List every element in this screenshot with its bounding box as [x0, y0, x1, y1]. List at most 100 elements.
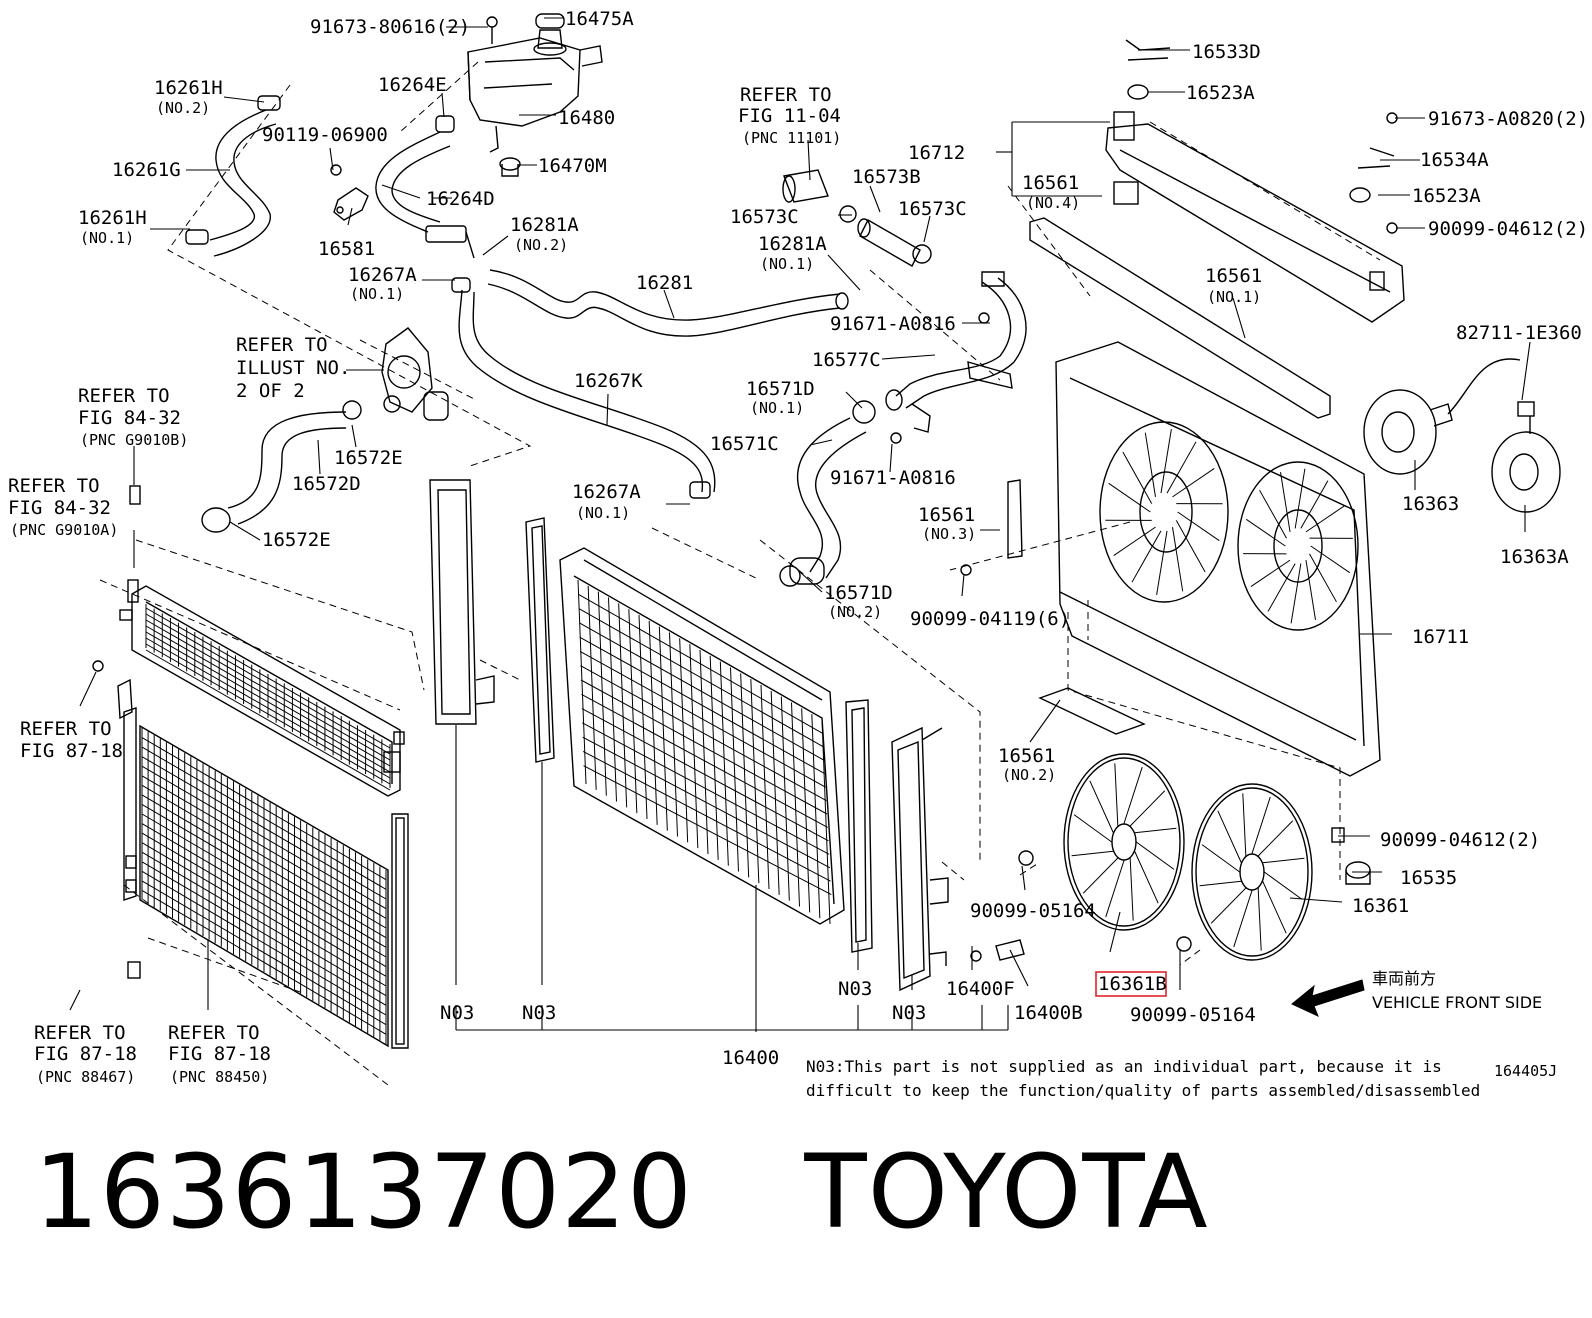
gasket-right: [845, 699, 873, 953]
callout-c58: (NO.1): [576, 504, 630, 522]
callout-c85: FIG 87-18: [34, 1043, 137, 1065]
seal-no1: [1029, 217, 1331, 419]
callout-c56: (PNC G9010A): [10, 521, 118, 539]
callout-c21: 16712: [908, 142, 965, 164]
front-arrow-icon: [1291, 979, 1365, 1017]
seal-no3: [1007, 479, 1023, 559]
callout-c23: 16573C: [730, 206, 799, 228]
callout-c36: 16561: [1205, 265, 1262, 287]
callout-c43: 16577C: [812, 349, 881, 371]
callout-c86: (PNC 88467): [36, 1068, 135, 1086]
part-number: 1636137020: [34, 1133, 693, 1252]
callout-c25: 16561: [1022, 172, 1079, 194]
callout-c48: FIG 84-32: [78, 407, 181, 429]
screw-top: [486, 16, 498, 44]
note-line-2: difficult to keep the function/quality o…: [806, 1081, 1480, 1100]
callout-c47: REFER TO: [78, 385, 170, 407]
dashed-guides: [99, 61, 1381, 1086]
highlight-box: [1095, 971, 1167, 997]
leader-lines: [69, 17, 1531, 1032]
hose-16264d: [375, 115, 475, 259]
fan-16361b: [1063, 753, 1185, 931]
caption: 1636137020 TOYOTA: [34, 1128, 1209, 1258]
callout-c77: N03: [440, 1002, 474, 1024]
callout-c78: N03: [522, 1002, 556, 1024]
thermostat-housing: [381, 327, 449, 421]
callout-c89: (PNC 88450): [170, 1068, 269, 1086]
callout-c09: 16261G: [112, 159, 181, 181]
callout-c15: 16581: [318, 238, 375, 260]
pipe-11101: [782, 169, 829, 203]
callout-c19: FIG 11-04: [738, 105, 841, 127]
callout-c18: REFER TO: [740, 84, 832, 106]
callout-c26: (NO.4): [1026, 194, 1080, 212]
seal-no2: [1038, 687, 1146, 735]
gasket-left: [525, 517, 555, 763]
radiator-tank-right: [891, 726, 949, 992]
callout-c68: REFER TO: [20, 718, 112, 740]
callout-c27: 16281A: [758, 233, 827, 255]
drain-cock: [970, 939, 1025, 962]
callout-c79: N03: [838, 978, 872, 1000]
callout-c17: (NO.1): [350, 285, 404, 303]
callout-c82: 16400B: [1014, 1002, 1083, 1024]
callout-c66: 90099-04119(6): [910, 608, 1070, 630]
callout-c83: 90099-05164: [1130, 1004, 1256, 1026]
front-label-en: VEHICLE FRONT SIDE: [1372, 993, 1542, 1012]
callout-c16: 16267A: [348, 264, 417, 286]
callout-c37: (NO.1): [1207, 288, 1261, 306]
callout-c76: 16361B: [1098, 973, 1167, 995]
hose-16281: [487, 269, 849, 337]
callout-c50: 16572E: [334, 447, 403, 469]
hose-16571c: [779, 400, 876, 587]
callout-c51: 16571C: [710, 433, 779, 455]
callout-c63: 16572E: [262, 529, 331, 551]
callout-c40: REFER TO: [236, 334, 328, 356]
callout-c84: REFER TO: [34, 1022, 126, 1044]
callout-c46: (NO.1): [750, 399, 804, 417]
callout-c53: 16572D: [292, 473, 361, 495]
callout-c08: 16470M: [538, 155, 607, 177]
fan-motor-16363: [1363, 358, 1521, 475]
callout-c74: 90099-05164: [970, 900, 1096, 922]
callout-c41: ILLUST NO.: [236, 357, 350, 379]
callout-c32: 91673-A0820(2): [1428, 108, 1588, 130]
callout-c42: 2 OF 2: [236, 380, 305, 402]
callout-c59: 16561: [918, 504, 975, 526]
callout-c60: (NO.3): [922, 525, 976, 543]
callout-c52: 91671-A0816: [830, 467, 956, 489]
callout-c57: 16267A: [572, 481, 641, 503]
callout-c01: 91673-80616(2): [310, 16, 470, 38]
hose-16261g: [185, 95, 281, 257]
callout-c64: 16571D: [824, 582, 893, 604]
callout-c12: (NO.1): [80, 229, 134, 247]
callout-c45: 16571D: [746, 378, 815, 400]
hose-16572d: [201, 400, 362, 533]
callout-c24: 16573C: [898, 198, 967, 220]
radiator-tank-left: [429, 479, 495, 725]
callout-c04: (NO.2): [156, 99, 210, 117]
callout-c22: 16573B: [852, 166, 921, 188]
fan-shroud: [1055, 341, 1381, 777]
callout-c39: 82711-1E360: [1456, 322, 1582, 344]
callout-c88: FIG 87-18: [168, 1043, 271, 1065]
callout-c81: 16400F: [946, 978, 1015, 1000]
callout-c44: 16267K: [574, 370, 643, 392]
callout-c67: 16711: [1412, 626, 1469, 648]
callout-c55: FIG 84-32: [8, 497, 111, 519]
note-line-1: N03:This part is not supplied as an indi…: [806, 1057, 1442, 1076]
callout-c29: 16281: [636, 272, 693, 294]
callout-c11: 16261H: [78, 207, 147, 229]
callout-c70: 16561: [998, 745, 1055, 767]
fan-motor-16363a: [1491, 401, 1561, 513]
hose-16573b: [839, 205, 932, 267]
callout-c49: (PNC G9010B): [80, 431, 188, 449]
callout-c34: 16523A: [1412, 185, 1481, 207]
callout-c54: REFER TO: [8, 475, 100, 497]
callout-c65: (NO.2): [828, 603, 882, 621]
hose-16577c: [885, 271, 1027, 433]
callout-c28: (NO.1): [760, 255, 814, 273]
callout-c90: 16400: [722, 1047, 779, 1069]
parts-diagram: 91673-80616(2)16475A16261H(NO.2)16264E16…: [8, 8, 1588, 1100]
callout-c33: 16534A: [1420, 149, 1489, 171]
